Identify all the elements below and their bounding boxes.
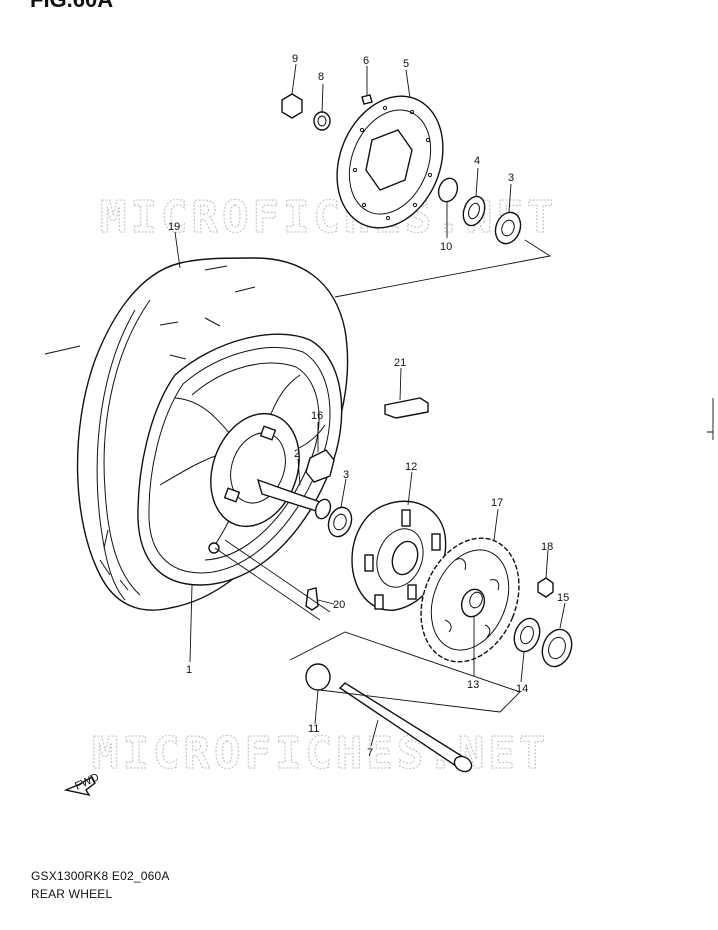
fwd-arrow-icon: FWD [63, 771, 101, 797]
callout-15: 15 [557, 592, 569, 604]
oil-seal [541, 628, 573, 668]
figure-title: FIG.60A [30, 0, 113, 13]
disc-side-oil-seal [462, 195, 486, 227]
callout-20: 20 [333, 599, 345, 611]
callout-13: 13 [467, 679, 479, 691]
watermark-top: MICROFICHES.NET [100, 192, 557, 243]
axle-spacer [305, 663, 331, 691]
callout-10: 10 [440, 241, 452, 253]
rear-axle [338, 682, 473, 773]
callout-4: 4 [474, 155, 480, 167]
callout-6: 6 [363, 55, 369, 67]
callout-14: 14 [516, 683, 528, 695]
callout-2: 2 [294, 448, 300, 460]
bearing-left [327, 506, 353, 538]
axle-nut [281, 93, 303, 119]
callout-16: 16 [311, 410, 323, 422]
disc-side-spacer [437, 177, 459, 203]
bearing-disc-side [494, 211, 522, 245]
callout-7: 7 [367, 747, 373, 759]
callout-21: 21 [394, 357, 406, 369]
bearing-sprocket-side [513, 617, 541, 653]
tire-valve [305, 587, 319, 611]
callout-8: 8 [318, 71, 324, 83]
wheel-rim [137, 333, 343, 586]
watermark-bottom: MICROFICHES.NET [92, 728, 549, 779]
sprocket-nut [537, 577, 554, 598]
balance-weight [384, 397, 429, 419]
callout-12: 12 [405, 461, 417, 473]
callout-3-upper: 3 [508, 172, 514, 184]
callout-18: 18 [541, 541, 553, 553]
callout-3-lower: 3 [343, 469, 349, 481]
callout-1: 1 [186, 664, 192, 676]
diagram-caption: REAR WHEEL [31, 887, 113, 901]
callout-9: 9 [292, 53, 298, 65]
model-code: GSX1300RK8 E02_060A [31, 869, 170, 883]
washer [313, 111, 331, 131]
leader-lines [44, 63, 566, 747]
callout-numbers: 9 8 6 5 4 3 10 19 21 16 2 3 12 17 18 15 … [168, 53, 569, 759]
sprocket-spacer [460, 588, 486, 618]
callout-17: 17 [491, 497, 503, 509]
damper-cushion [305, 449, 335, 483]
hub-spacer [256, 478, 332, 520]
callout-5: 5 [403, 58, 409, 70]
callout-19: 19 [168, 221, 180, 233]
sprocket-drum [351, 500, 447, 611]
brake-disc [336, 95, 444, 229]
callout-11: 11 [308, 723, 319, 735]
disc-bolt [361, 94, 373, 105]
